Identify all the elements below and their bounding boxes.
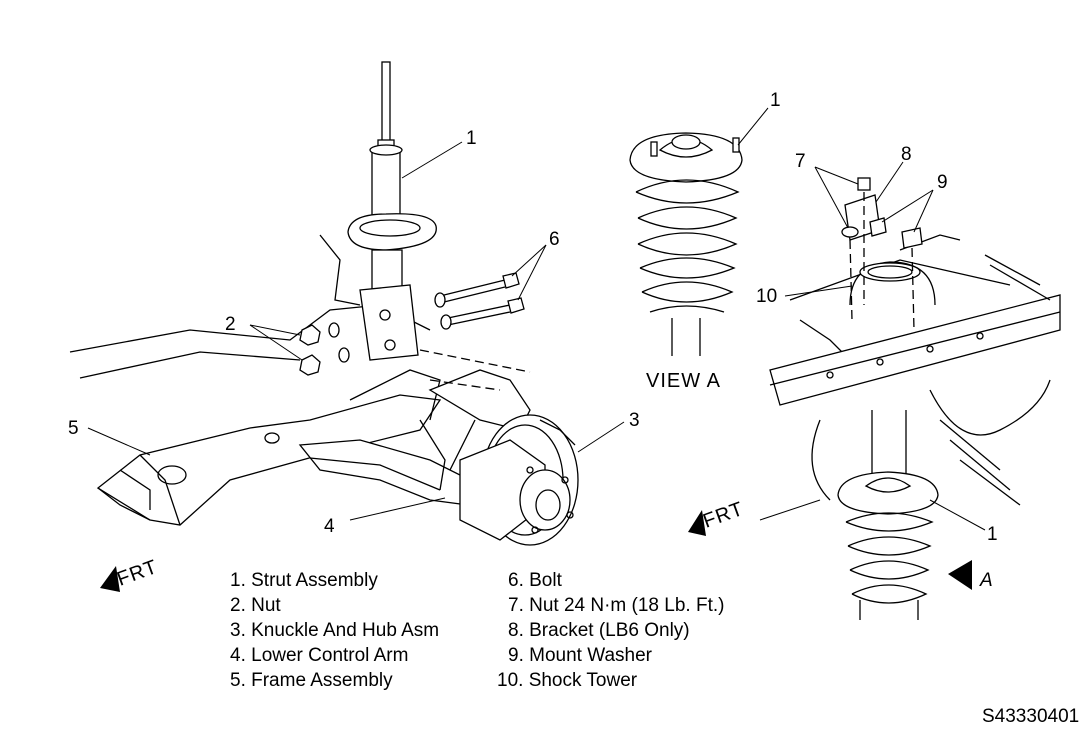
callout-6: 6 xyxy=(549,229,560,250)
bracket-and-hardware xyxy=(841,177,923,331)
view-a-arrow: A xyxy=(948,560,993,591)
view-a-label: VIEW A xyxy=(646,370,721,392)
nuts xyxy=(299,322,350,376)
legend-item-5: 5. Frame Assembly xyxy=(230,670,393,691)
right-leaders xyxy=(759,161,986,531)
front-arrow-right: FRT xyxy=(688,498,747,536)
callout-1-right: 1 xyxy=(987,524,998,545)
legend-item-6: 6. Bolt xyxy=(508,570,563,591)
callout-1-view-a: 1 xyxy=(770,90,781,111)
callout-10: 10 xyxy=(756,286,777,307)
front-arrow-left: FRT xyxy=(100,556,161,592)
callout-9: 9 xyxy=(937,172,948,193)
callout-3: 3 xyxy=(629,410,640,431)
legend-item-10: 10. Shock Tower xyxy=(497,670,638,691)
callout-4: 4 xyxy=(324,516,335,537)
legend-item-2: 2. Nut xyxy=(230,595,281,616)
legend-item-1: 1. Strut Assembly xyxy=(230,570,378,591)
figure-id: S43330401 xyxy=(982,706,1079,727)
view-a-strut xyxy=(629,107,769,356)
knuckle-and-hub xyxy=(419,349,579,546)
callout-2: 2 xyxy=(225,314,236,335)
front-label-left: FRT xyxy=(114,556,161,591)
callout-5: 5 xyxy=(68,418,79,439)
legend-right: 6. Bolt 7. Nut 24 N·m (18 Lb. Ft.) 8. Br… xyxy=(497,570,724,691)
view-arrow-label: A xyxy=(979,570,993,591)
callout-7: 7 xyxy=(795,151,806,172)
front-label-right: FRT xyxy=(700,498,747,533)
strut-assembly-right xyxy=(837,410,939,620)
callout-8: 8 xyxy=(901,144,912,165)
legend-item-7: 7. Nut 24 N·m (18 Lb. Ft.) xyxy=(508,595,724,616)
right-assembly xyxy=(769,177,1061,620)
legend-item-8: 8. Bracket (LB6 Only) xyxy=(508,620,690,641)
left-assembly xyxy=(69,61,579,546)
shock-tower xyxy=(769,234,1061,506)
legend-item-4: 4. Lower Control Arm xyxy=(230,645,408,666)
strut-assembly-left xyxy=(319,61,437,361)
legend-item-3: 3. Knuckle And Hub Asm xyxy=(230,620,439,641)
bolts xyxy=(434,272,525,330)
legend-left: 1. Strut Assembly 2. Nut 3. Knuckle And … xyxy=(230,570,439,691)
left-leaders xyxy=(87,141,625,521)
callout-1-left: 1 xyxy=(466,128,477,149)
legend-item-9: 9. Mount Washer xyxy=(508,645,653,666)
